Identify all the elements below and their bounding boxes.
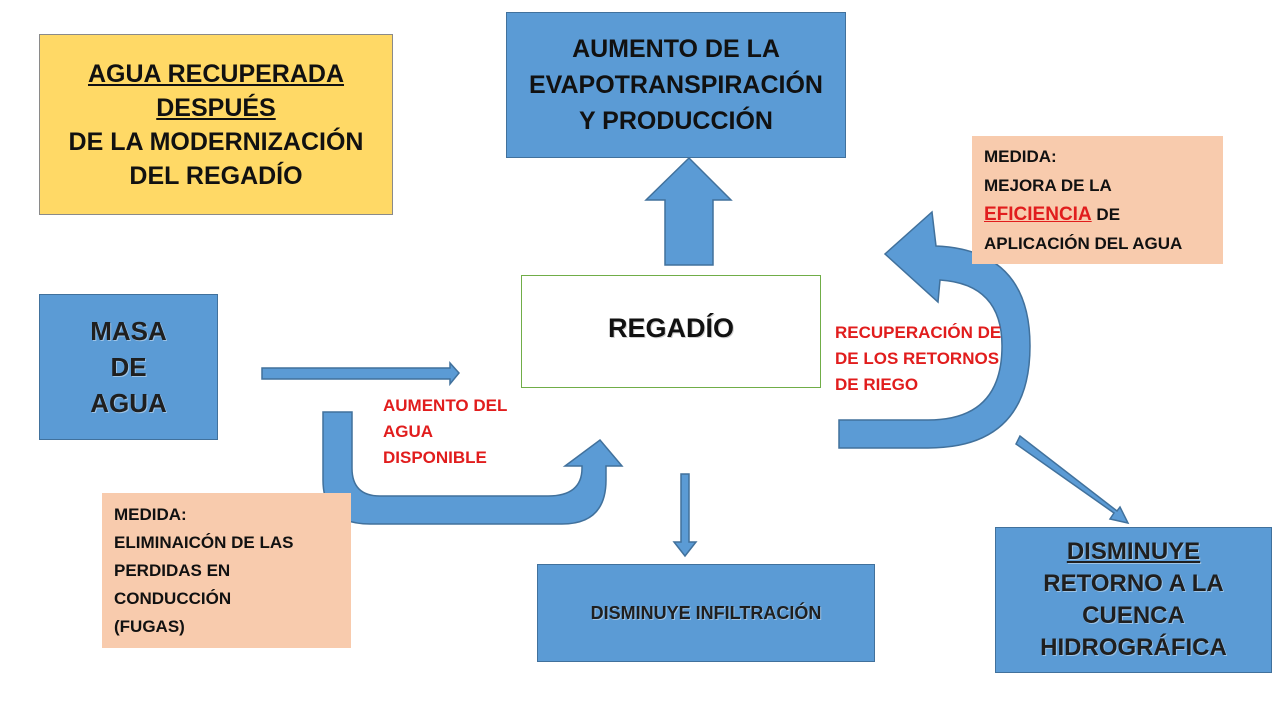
medida-perdidas-line1: MEDIDA: [114,504,187,524]
recuperacion-line2: DE LOS RETORNOS [835,349,1000,368]
agua-recuperada-line2: DESPUÉS [156,93,276,122]
aumento-line3: Y PRODUCCIÓN [578,107,773,135]
recuperacion-line1: RECUPERACIÓN DE [835,323,1002,342]
aumento-agua-line2: AGUA [383,422,434,441]
recuperacion-line3: DE RIEGO [835,375,919,394]
regadio-label: REGADÍO [607,313,734,343]
medida-perdidas-line4: CONDUCCIÓN [114,588,232,608]
agua-recuperada-line3: DE LA MODERNIZACIÓN [68,127,364,156]
aumento-evapotranspiracion-box: AUMENTO DE LA EVAPOTRANSPIRACIÓN Y PRODU… [506,12,846,158]
masa-line1: MASA [90,316,167,346]
medida-eficiencia-line4: APLICACIÓN DEL AGUA [984,234,1183,253]
masa-de-agua-box: MASA DE AGUA [39,294,218,440]
medida-perdidas-note: MEDIDA: ELIMINAICÓN DE LAS PERDIDAS EN C… [102,493,351,648]
medida-eficiencia-line2: MEJORA DE LA [984,176,1112,195]
masa-line2: DE [110,352,147,382]
agua-recuperada-line1: AGUA RECUPERADA [87,59,345,88]
recuperacion-label: RECUPERACIÓN DE DE LOS RETORNOS DE RIEGO [835,320,1001,398]
medida-perdidas-line5: (FUGAS) [114,616,185,636]
aumento-agua-label: AUMENTO DEL AGUA DISPONIBLE [383,393,507,471]
aumento-line2: EVAPOTRANSPIRACIÓN [528,71,823,99]
down-arrow [672,473,698,558]
retorno-line4: HIDROGRÁFICA [1040,634,1227,661]
medida-eficiencia-line1: MEDIDA: [984,147,1057,166]
disminuye-infiltracion-label: DISMINUYE INFILTRACIÓN [590,602,822,623]
up-arrow [644,156,733,266]
retorno-line3: CUENCA [1082,602,1185,629]
retorno-line1: DISMINUYE [1066,538,1201,565]
agua-recuperada-line4: DEL REGADÍO [129,161,303,190]
disminuye-retorno-box: DISMINUYE RETORNO A LA CUENCA HIDROGRÁFI… [995,527,1272,673]
diagonal-arrow [1015,434,1130,525]
regadio-box: REGADÍO [521,275,821,388]
disminuye-infiltracion-box: DISMINUYE INFILTRACIÓN [537,564,875,662]
masa-line3: AGUA [90,388,167,418]
right-arrow [261,361,460,387]
agua-recuperada-box: AGUA RECUPERADA DESPUÉS DE LA MODERNIZAC… [39,34,393,215]
medida-perdidas-line2: ELIMINAICÓN DE LAS [114,532,294,552]
aumento-line1: AUMENTO DE LA [572,35,780,63]
eficiencia-highlight: EFICIENCIA [984,204,1092,225]
medida-perdidas-line3: PERDIDAS EN [114,560,231,580]
retorno-line2: RETORNO A LA [1043,570,1224,597]
medida-eficiencia-note: MEDIDA: MEJORA DE LA EFICIENCIA DE APLIC… [972,136,1223,264]
return-curve-arrow [838,210,1031,449]
aumento-agua-line1: AUMENTO DEL [383,396,508,415]
aumento-agua-line3: DISPONIBLE [383,448,487,467]
medida-eficiencia-line3: EFICIENCIA DE [984,200,1120,229]
eficiencia-after: DE [1091,205,1121,224]
